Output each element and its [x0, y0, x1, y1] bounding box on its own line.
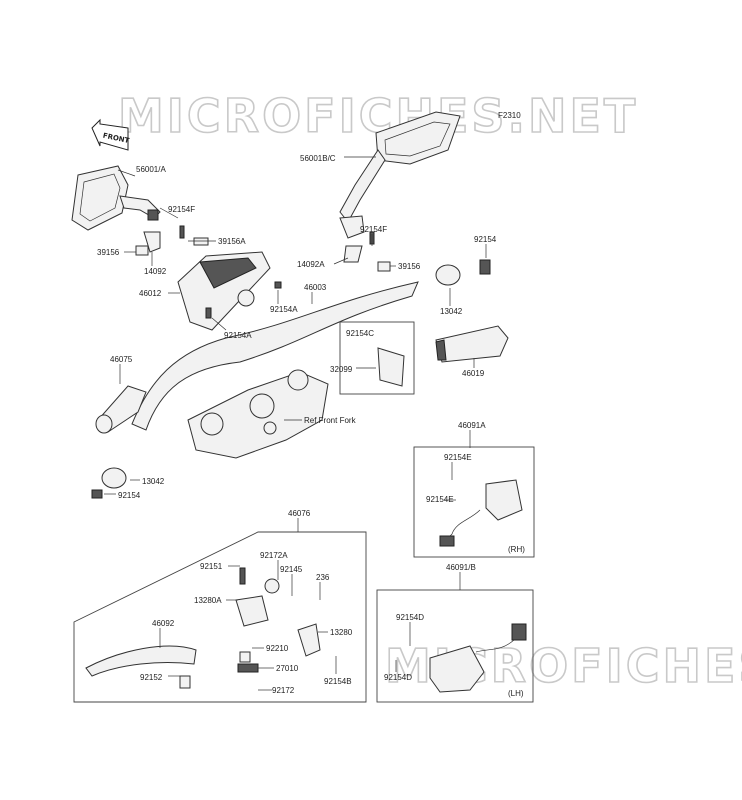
label-13280: 13280: [330, 628, 353, 637]
label-92210: 92210: [266, 644, 289, 653]
box-32099: [339, 321, 415, 395]
label-92154E-2: 92154E: [426, 495, 454, 504]
washer-92210: [239, 651, 251, 663]
box-46091B: [376, 589, 534, 703]
label-rh: (RH): [508, 545, 525, 554]
grip-lh-46075: [95, 385, 147, 434]
label-39156-left: 39156: [97, 248, 120, 257]
bolt-92154A-1: [274, 281, 282, 289]
top-bridge-front-fork: [187, 369, 329, 459]
grip-rh-46019: [435, 325, 509, 363]
bolt-92154F-left: [179, 225, 185, 239]
label-ref-front-fork: Ref.Front Fork: [304, 416, 357, 425]
bracket-14092A: [343, 245, 363, 263]
switch-27010: [237, 663, 259, 673]
label-92154E-1: 92154E: [444, 453, 472, 462]
collar-92152: [179, 675, 191, 689]
label-92154A-1: 92154A: [270, 305, 298, 314]
label-46019: 46019: [462, 369, 485, 378]
washer-39156-left: [135, 245, 149, 256]
label-56001BC: 56001B/C: [300, 154, 336, 163]
label-13042-top: 13042: [440, 307, 463, 316]
weight-13042-bottom: [101, 467, 127, 489]
label-92154D-2: 92154D: [384, 673, 412, 682]
label-46091B: 46091/B: [446, 563, 476, 572]
bolt-92154A-2: [205, 307, 212, 319]
label-236: 236: [316, 573, 330, 582]
label-46092: 46092: [152, 619, 175, 628]
label-92154D-1: 92154D: [396, 613, 424, 622]
label-46012: 46012: [139, 289, 162, 298]
switch-rh-46091A: [439, 479, 523, 547]
label-92152: 92152: [140, 673, 163, 682]
label-92154F-left: 92154F: [168, 205, 195, 214]
label-46091A: 46091A: [458, 421, 486, 430]
box-46091A: [413, 446, 535, 558]
label-92145: 92145: [280, 565, 303, 574]
label-13042-bottom: 13042: [142, 477, 165, 486]
label-14092A: 14092A: [297, 260, 325, 269]
label-92154C: 92154C: [346, 329, 374, 338]
bolt-92154-bottom: [91, 489, 103, 499]
left-mirror: [71, 165, 161, 231]
bracket-14092: [143, 231, 161, 253]
label-92154-top: 92154: [474, 235, 497, 244]
handlebar-holder-46012: [177, 251, 271, 331]
label-46076: 46076: [288, 509, 311, 518]
label-27010: 27010: [276, 664, 299, 673]
right-mirror: [339, 111, 461, 239]
lever-46092: [85, 645, 197, 677]
label-39156A: 39156A: [218, 237, 246, 246]
leader-lines: [104, 156, 487, 691]
switch-cover-32099: [377, 347, 405, 387]
label-13280A: 13280A: [194, 596, 222, 605]
figure-code: F2310: [498, 111, 521, 120]
label-56001A: 56001/A: [136, 165, 166, 174]
washer-39156-right: [377, 261, 391, 272]
handlebar-46003: [131, 281, 419, 431]
label-32099: 32099: [330, 365, 353, 374]
label-92154B: 92154B: [324, 677, 352, 686]
label-92151: 92151: [200, 562, 223, 571]
label-39156-right: 39156: [398, 262, 421, 271]
label-92172A: 92172A: [260, 551, 288, 560]
label-lh: (LH): [508, 689, 524, 698]
label-92154A-2: 92154A: [224, 331, 252, 340]
weight-13042-top: [435, 264, 461, 286]
label-92154F-right: 92154F: [360, 225, 387, 234]
label-14092: 14092: [144, 267, 167, 276]
label-46075: 46075: [110, 355, 133, 364]
clamp-13280: [297, 623, 321, 657]
cover-39156A: [193, 237, 209, 246]
front-arrow-icon: FRONT: [91, 118, 130, 151]
lever-holder-13280A: [235, 567, 280, 627]
box-46076: [73, 531, 367, 703]
label-46003: 46003: [304, 283, 327, 292]
part-labels: 56001/A 56001B/C 92154F 39156A 39156 140…: [97, 154, 525, 698]
bolt-92154-top: [479, 259, 491, 275]
label-92172: 92172: [272, 686, 295, 695]
label-92154-bottom: 92154: [118, 491, 141, 500]
switch-lh-46091B: [429, 623, 527, 693]
